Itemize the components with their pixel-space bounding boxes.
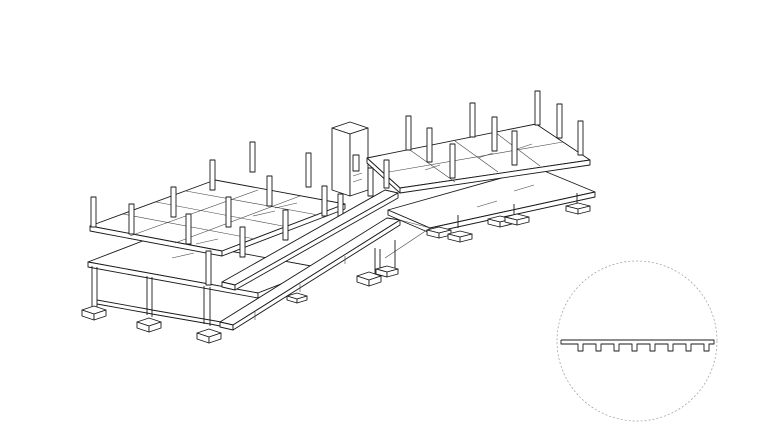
service-tower (331, 121, 369, 197)
upper-ramp (221, 189, 399, 291)
right-wing-lower-deck (384, 167, 596, 259)
left-wing-upper-posts (90, 141, 344, 286)
left-wing-footings (81, 292, 308, 344)
deck-section-profile (560, 339, 715, 352)
right-wing-upper-posts (367, 90, 584, 197)
detail-circle (556, 260, 718, 422)
right-wing-footings (356, 202, 591, 287)
right-wing-upper-deck (366, 123, 591, 194)
lower-ramp (219, 217, 401, 331)
left-wing-lower-walls (91, 266, 239, 329)
